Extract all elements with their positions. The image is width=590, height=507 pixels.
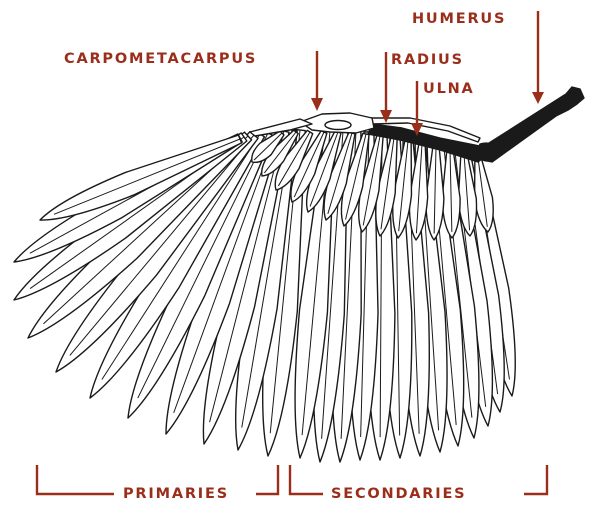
- primaries-bracket-right: [256, 465, 278, 494]
- humerus-arrowhead: [532, 92, 544, 104]
- carpometacarpus-opening: [325, 121, 351, 130]
- secondaries-bracket-left: [290, 465, 323, 494]
- label-ulna: ULNA: [423, 82, 475, 97]
- primary-feathers: [14, 129, 305, 456]
- label-carpometacarpus: CARPOMETACARPUS: [64, 52, 257, 67]
- label-radius: RADIUS: [391, 53, 464, 68]
- primaries-bracket-left: [37, 465, 114, 494]
- label-secondaries: SECONDARIES: [331, 487, 466, 502]
- carpometacarpus-arrowhead: [311, 98, 323, 111]
- label-humerus: HUMERUS: [412, 12, 506, 27]
- wing-illustration: [14, 87, 584, 462]
- label-primaries: PRIMARIES: [123, 487, 229, 502]
- shoulder-joint: [476, 143, 496, 161]
- secondaries-bracket-right: [524, 465, 547, 494]
